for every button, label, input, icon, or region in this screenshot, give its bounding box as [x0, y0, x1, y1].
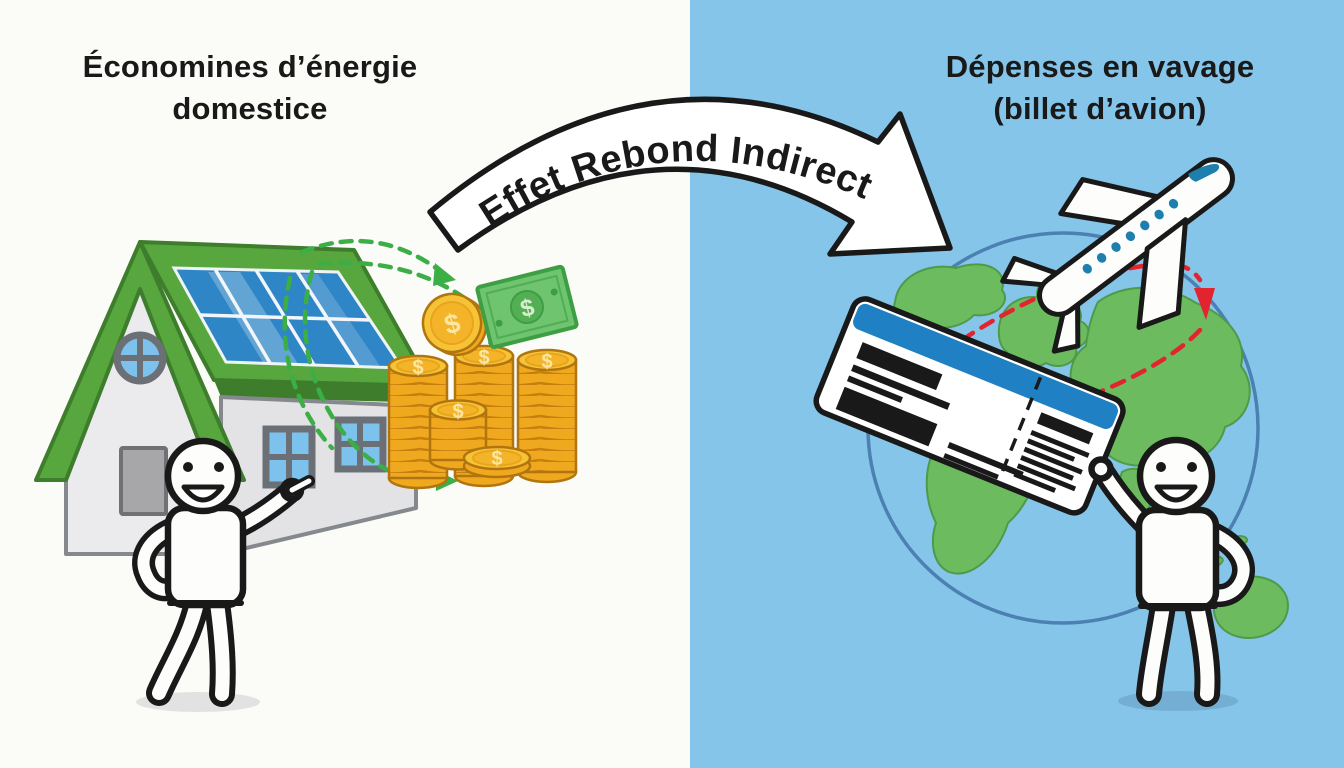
curved-arrow-shape [427, 96, 953, 257]
coin-stack: $ [516, 348, 578, 484]
ticket-perforation [999, 376, 1043, 477]
smiley-face [181, 462, 225, 503]
dollar-symbol: $ [478, 347, 489, 369]
figure-head [1136, 436, 1216, 516]
money-bill-icon: $ [475, 264, 579, 350]
airplane-icon [1000, 157, 1235, 354]
ticket-stub-barcode [1013, 412, 1094, 493]
figure-head [164, 437, 242, 515]
smiley-face [1154, 462, 1198, 503]
dollar-symbol: $ [441, 308, 463, 341]
figure-torso [164, 504, 247, 609]
coin-stack: $ [428, 399, 488, 471]
dollar-symbol: $ [491, 448, 502, 470]
dollar-symbol: $ [541, 351, 552, 373]
dollar-symbol: $ [412, 357, 423, 379]
ticket-blue-stripe [853, 303, 1118, 430]
airplane-windows [1082, 198, 1179, 274]
stick-figure-left [132, 437, 315, 712]
flight-path-arrowhead [1194, 288, 1215, 320]
figure-legs [146, 590, 236, 707]
dollar-symbol: $ [452, 401, 463, 423]
flight-path-dash-west [959, 261, 1203, 343]
boarding-pass [813, 296, 1126, 516]
travel-scene [813, 157, 1289, 711]
home-scene: $ $ $ $ [34, 238, 579, 712]
coin-stacks: $ $ $ $ [387, 344, 578, 490]
airplane-cockpit-window [1188, 164, 1220, 182]
door [119, 446, 168, 516]
coin-flat: $ [462, 445, 532, 479]
figure-hand [1088, 456, 1114, 482]
left-title-line1: Économines d’énergie [82, 49, 418, 84]
window-icon [334, 416, 387, 473]
figure-torso [1135, 506, 1220, 612]
airplane-near-wing [1136, 217, 1189, 330]
pointing-finger [286, 475, 315, 496]
left-title: Économines d’énergie domestice [40, 46, 460, 130]
right-title-line1: Dépenses en vavage [945, 49, 1255, 84]
savings-arrow [317, 260, 505, 333]
round-window [113, 331, 167, 385]
savings-arrow [282, 275, 335, 451]
left-title-line2: domestice [172, 91, 328, 126]
coin-icon: $ [421, 292, 488, 357]
figure-legs [1136, 593, 1221, 707]
stick-figure-right [1088, 436, 1256, 711]
savings-arrowhead [433, 263, 456, 286]
savings-arrow [299, 238, 447, 277]
right-title: Dépenses en vavage (billet d’avion) [910, 46, 1290, 130]
right-title-line2: (billet d’avion) [993, 91, 1207, 126]
flight-path [959, 261, 1203, 343]
